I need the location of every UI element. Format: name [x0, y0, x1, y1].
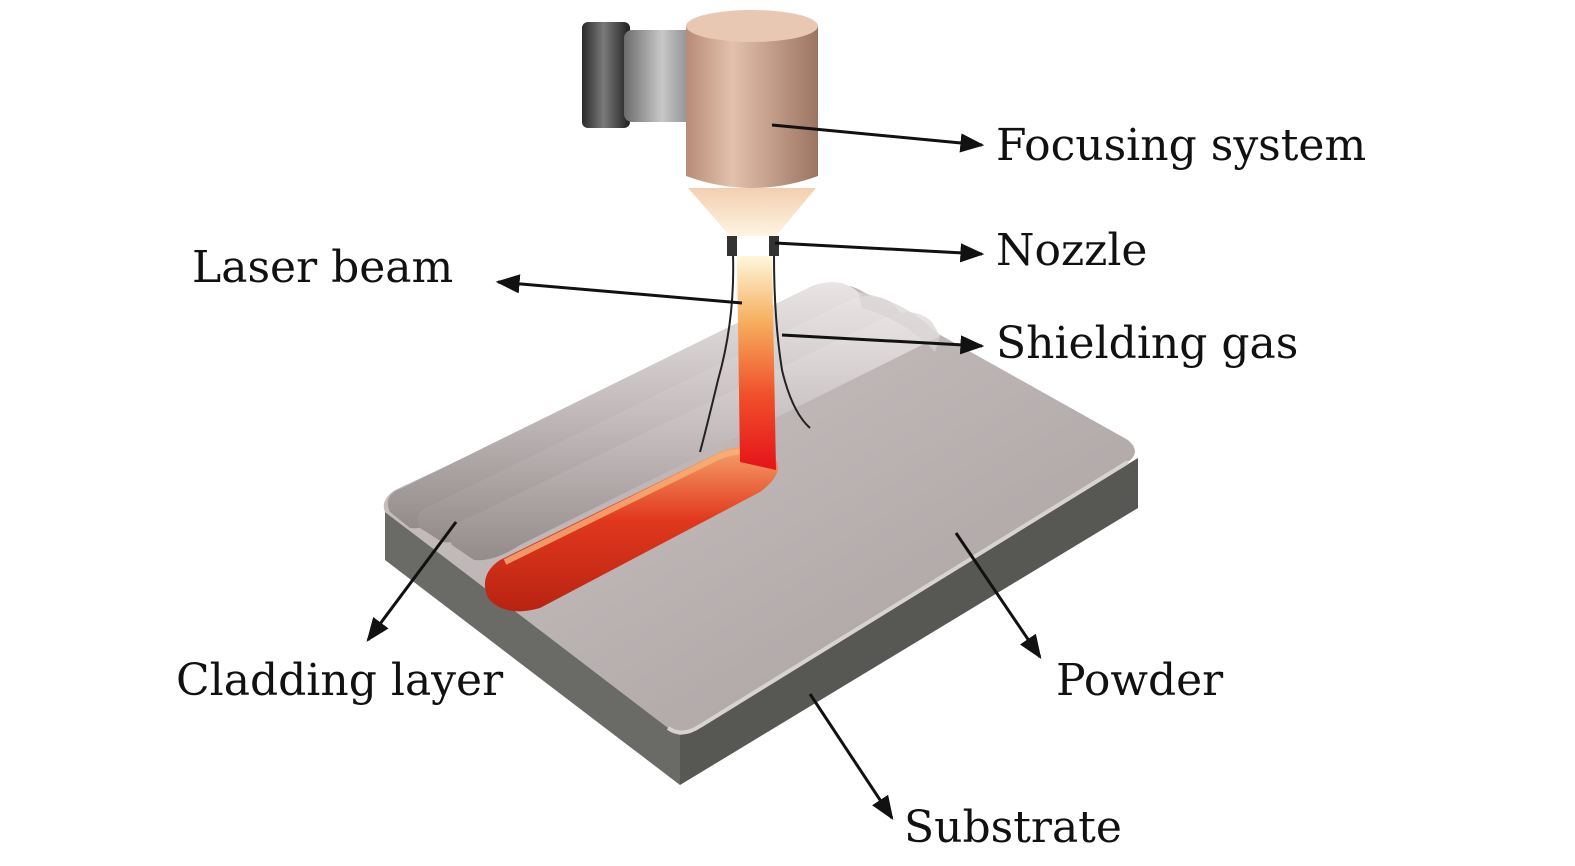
nozzle-right-tip	[769, 236, 779, 256]
shielding-gas-streams	[699, 254, 811, 453]
head-cylinder-top	[686, 10, 818, 42]
label-nozzle: Nozzle	[996, 225, 1147, 276]
nozzle-left-tip	[727, 236, 737, 256]
substrate-top-surface	[383, 285, 1135, 733]
label-powder: Powder	[1056, 655, 1224, 706]
arrow-cladding-layer	[366, 521, 458, 642]
arrow-shielding-gas	[781, 333, 985, 355]
side-port-inner	[624, 30, 700, 122]
laser-beam-shape	[737, 256, 776, 470]
leader-arrows	[366, 123, 1042, 821]
ridge-end-cap	[858, 292, 940, 352]
arrow-nozzle	[774, 241, 985, 263]
arrow-powder	[954, 532, 1042, 659]
substrate-block	[383, 285, 1138, 785]
substrate-left-side	[385, 512, 680, 785]
substrate-front-side	[680, 458, 1138, 785]
cladding-ridge-3	[449, 312, 940, 561]
substrate-front-edge-highlight	[666, 460, 1130, 735]
head-cone	[688, 188, 816, 236]
shielding-gas-left	[699, 254, 735, 453]
arrow-laser-beam	[495, 274, 743, 305]
label-focusing-system: Focusing system	[996, 120, 1366, 171]
head-cylinder	[686, 26, 818, 188]
arrow-substrate	[808, 693, 894, 821]
side-port-outer	[582, 22, 630, 128]
focusing-head	[582, 10, 818, 256]
label-shielding-gas: Shielding gas	[996, 318, 1298, 369]
melt-track-body	[484, 446, 778, 612]
label-cladding-layer: Cladding layer	[176, 655, 504, 706]
label-laser-beam: Laser beam	[192, 242, 453, 293]
arrow-focusing-system	[771, 123, 985, 153]
label-substrate: Substrate	[904, 802, 1122, 853]
cladding-ridge-2	[417, 296, 905, 543]
shielding-gas-right	[773, 254, 811, 429]
